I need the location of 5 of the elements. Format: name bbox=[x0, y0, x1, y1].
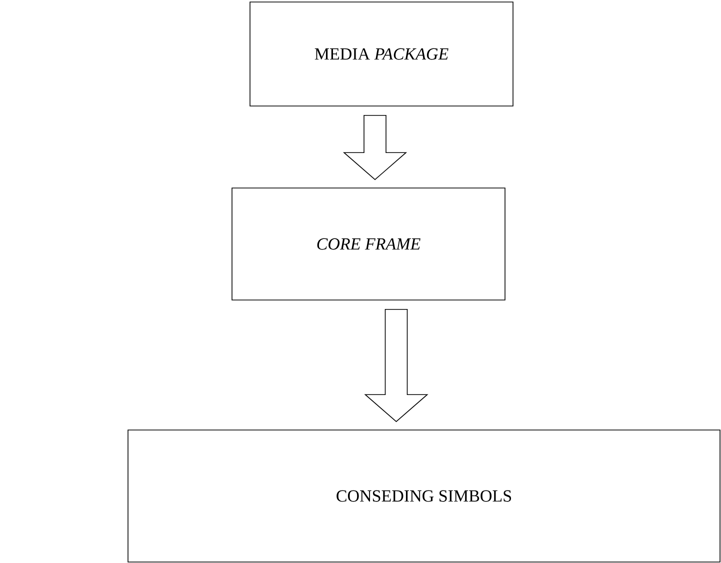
process-box: MEDIA PACKAGE bbox=[250, 2, 514, 106]
block-arrow bbox=[342, 115, 408, 180]
block-arrow bbox=[364, 309, 428, 422]
process-box: CONSEDING SIMBOLS bbox=[128, 430, 720, 562]
process-box: CORE FRAME bbox=[232, 188, 506, 300]
